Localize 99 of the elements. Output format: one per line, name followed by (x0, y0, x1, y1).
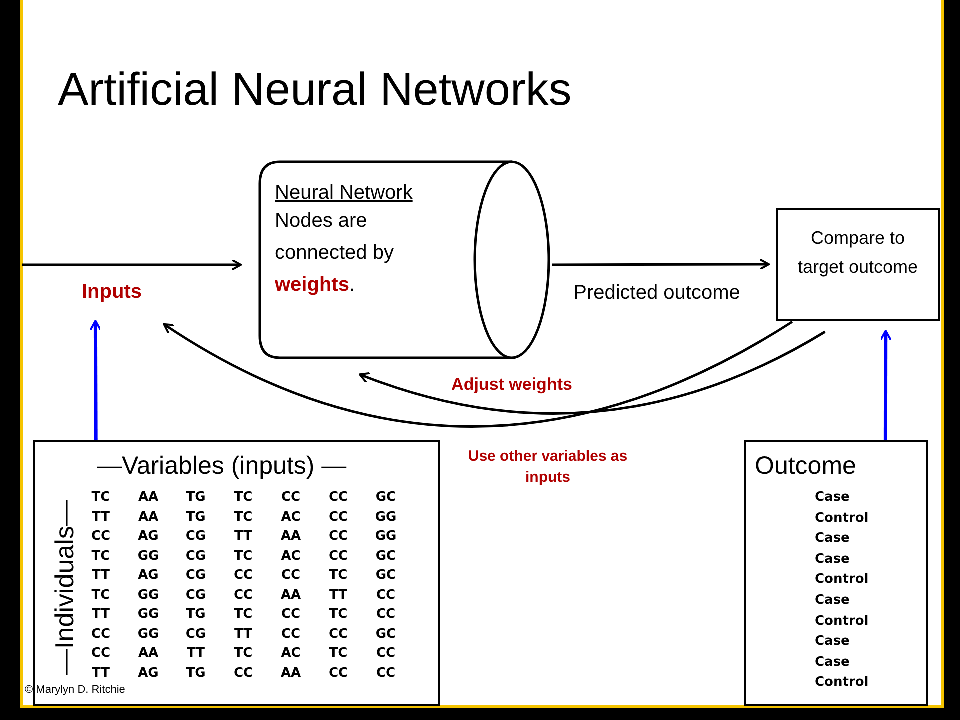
table-cell-text: TT (90, 510, 112, 524)
table-cell-text: CC (328, 626, 350, 642)
table-cell-text: CC (232, 666, 254, 680)
outcome-value: Case (815, 654, 850, 670)
table-cell-text: CC (375, 607, 397, 622)
table-cell-text: TC (233, 490, 254, 505)
outcome-value: Control (815, 572, 869, 588)
table-cell-text: TT (90, 607, 112, 622)
table-cell-text: AA (280, 588, 302, 602)
table-cell-text: CC (280, 490, 302, 505)
table-cell-text: CC (328, 510, 350, 524)
table-cell-text: CC (90, 529, 112, 544)
table-cell-text: CG (184, 568, 208, 583)
table-cell-text: TG (185, 607, 207, 622)
table-cell-text: AG (137, 568, 160, 583)
table-cell-text: GG (136, 607, 160, 622)
table-cell-text: TC (328, 568, 349, 583)
process-box (776, 208, 940, 321)
table-cell-text: GG (136, 626, 160, 642)
table-cell-text: TC (233, 607, 254, 622)
panel-heading: —Variables (inputs) — (97, 452, 347, 481)
arrow (880, 330, 892, 440)
table-cell-text: CC (375, 588, 397, 602)
table-cell-text: CC (328, 490, 350, 505)
table-cell-text: CG (184, 529, 208, 544)
arrow (552, 258, 770, 271)
table-cell-text: CC (232, 568, 254, 583)
table-cell-text: TC (233, 510, 254, 524)
table-cell-text: AC (280, 510, 302, 524)
slide-title: Artificial Neural Networks (58, 62, 572, 116)
table-cell-text: AA (137, 646, 160, 661)
table-cell-text: CG (184, 588, 208, 602)
table-cell-text: TC (328, 607, 349, 622)
table-cell-text: CC (232, 588, 254, 602)
table-cell-text: TT (233, 626, 254, 642)
outcome-value: Case (815, 531, 850, 546)
table-cell-text: CC (375, 646, 397, 661)
inputs-label: Inputs (82, 281, 142, 304)
table-cell-text: GG (136, 588, 160, 602)
outcome-value: Case (815, 634, 850, 650)
arrow (163, 320, 794, 428)
table-cell-text: TC (90, 548, 112, 564)
table-cell-text: TC (90, 490, 112, 505)
table-cell-text: AC (280, 548, 302, 564)
cylinder (258, 160, 552, 360)
table-cell-text: GC (374, 548, 398, 564)
table-cell-text: AA (137, 490, 160, 505)
table-cell-text: AC (280, 646, 302, 661)
arrow (358, 330, 826, 415)
table-cell-text: AA (280, 666, 302, 680)
table-cell-text: CC (328, 529, 350, 544)
table-cell-text: TC (90, 588, 112, 602)
table-cell-text: AA (137, 510, 160, 524)
node-heading: Neural Network (275, 182, 414, 205)
outcome-value: Control (815, 675, 869, 690)
outcome-value: Case (815, 490, 850, 505)
node-text: Nodes are connected by weights. (275, 209, 395, 298)
table-cell-text: CC (90, 626, 112, 642)
table-cell-text: TC (233, 646, 254, 661)
table-cell-text: CG (184, 626, 208, 642)
outcome-value: Case (815, 552, 850, 567)
table-cell-text: GC (374, 568, 398, 583)
table-cell-text: CC (328, 666, 350, 680)
table-cell-text: TC (233, 548, 254, 564)
table-cell-text: CG (184, 548, 208, 564)
outcome-value: Control (815, 510, 869, 526)
table-cell-text: CC (280, 626, 302, 642)
node-text: Compare to target outcome (796, 227, 920, 279)
table-cell-text: CC (280, 568, 302, 583)
table-cell-text: GG (374, 529, 398, 544)
table-cell-text: TT (328, 588, 349, 602)
table-cell-text: TG (185, 490, 207, 505)
table-cell-text: AG (137, 529, 160, 544)
table-cell-text: CC (90, 646, 112, 661)
table-cell-text: AA (280, 529, 302, 544)
data-panel (33, 440, 440, 706)
table-cell-text: AG (137, 666, 160, 680)
axis-title: —Individuals— (50, 499, 80, 677)
copyright-note: © Marylyn D. Ritchie (25, 684, 126, 696)
outcome-value: Control (815, 614, 869, 629)
table-cell-text: CC (375, 666, 397, 680)
table-cell-text: CC (328, 548, 350, 564)
table-cell-text: CC (280, 607, 302, 622)
data-panel (744, 440, 928, 706)
table-cell-text: GG (136, 548, 160, 564)
outcome-value: Case (815, 593, 850, 608)
arrow (90, 320, 102, 440)
table-cell-text: GG (374, 510, 398, 524)
arrow (22, 259, 242, 271)
table-cell-text: GC (374, 626, 398, 642)
table-cell-text: TT (233, 529, 254, 544)
table-cell-text: TT (90, 568, 112, 583)
panel-heading: Outcome (755, 452, 856, 481)
table-cell-text: TT (90, 666, 112, 680)
table-cell-text: TG (185, 666, 207, 680)
table-cell-text: TG (185, 510, 207, 524)
table-cell-text: GC (374, 490, 398, 505)
table-cell-text: TT (186, 646, 206, 661)
table-cell-text: TC (328, 646, 349, 661)
